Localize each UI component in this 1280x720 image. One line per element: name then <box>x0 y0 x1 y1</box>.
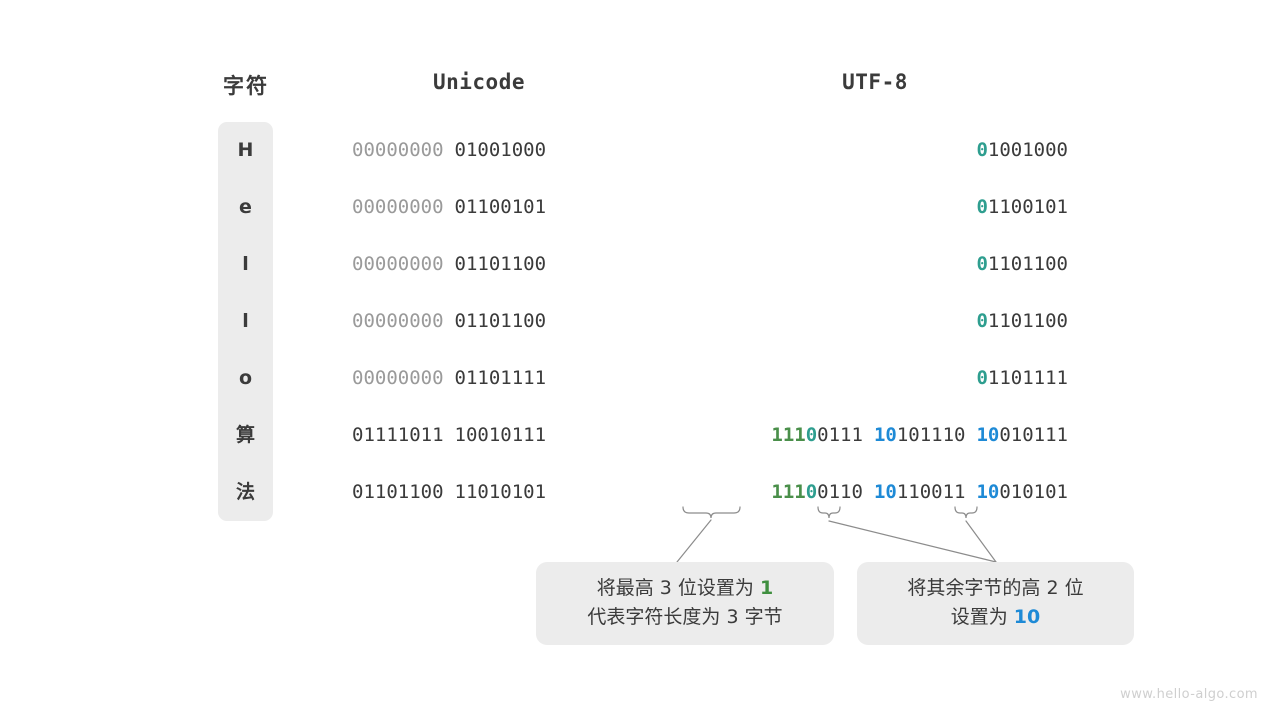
utf8-byte-payload: 1100101 <box>987 196 1068 218</box>
unicode-binary-cell: 01111011 10010111 <box>352 407 606 464</box>
callout-lead-byte: 将最高 3 位设置为 1 代表字符长度为 3 字节 <box>536 562 834 645</box>
unicode-high-byte: 01111011 <box>352 424 444 446</box>
character-cell: o <box>238 367 253 389</box>
unicode-low-byte: 10010111 <box>454 424 547 446</box>
utf8-byte-prefix: 10 <box>873 481 897 503</box>
unicode-high-byte: 00000000 <box>352 310 444 332</box>
character-cell: 算 <box>235 424 255 446</box>
unicode-low-byte: 11010101 <box>454 481 547 503</box>
character-cell: 法 <box>235 481 255 503</box>
column-header-utf8: UTF-8 <box>842 70 908 94</box>
unicode-low-byte: 01001000 <box>454 139 547 161</box>
leader-line-left <box>676 519 712 563</box>
utf8-binary-cell: 01101100 <box>600 236 1068 293</box>
column-header-character: 字符 <box>223 74 269 98</box>
character-cell: l <box>242 310 249 332</box>
utf8-byte-payload: 0110 <box>817 481 863 503</box>
unicode-low-byte: 01100101 <box>454 196 547 218</box>
utf8-byte-payload: 110011 <box>896 481 966 503</box>
callout-left-line-1-text: 将最高 3 位设置为 <box>596 577 760 600</box>
utf8-byte-payload: 1101100 <box>987 253 1068 275</box>
utf8-byte-payload: 1101100 <box>987 310 1068 332</box>
leader-line-right <box>965 520 997 563</box>
unicode-high-byte: 00000000 <box>352 367 444 389</box>
callout-continuation-bytes: 将其余字节的高 2 位 设置为 10 <box>857 562 1134 645</box>
utf8-binary-cell: 01001000 <box>600 122 1068 179</box>
unicode-binary-cell: 01101100 11010101 <box>352 464 606 521</box>
utf8-byte-prefix: 0 <box>976 310 988 332</box>
utf8-byte-prefix: 0 <box>976 139 988 161</box>
column-header-unicode: Unicode <box>432 70 525 94</box>
unicode-binary-cell: 00000000 01001000 <box>352 122 606 179</box>
unicode-high-byte: 00000000 <box>352 253 444 275</box>
utf8-byte-prefix: 0 <box>976 253 988 275</box>
utf8-byte-prefix-terminator: 0 <box>805 424 818 446</box>
utf8-byte-payload: 010111 <box>999 424 1068 446</box>
utf8-binary-cell: 01101100 <box>600 293 1068 350</box>
utf8-byte-payload: 0111 <box>817 424 863 446</box>
unicode-high-byte: 00000000 <box>352 196 444 218</box>
character-column-background <box>218 122 273 521</box>
utf8-byte-prefix-terminator: 0 <box>805 481 818 503</box>
utf8-byte-prefix: 0 <box>976 367 988 389</box>
utf8-byte-prefix: 111 <box>771 424 806 446</box>
unicode-high-byte: 01101100 <box>352 481 444 503</box>
utf8-byte-payload: 101110 <box>896 424 966 446</box>
utf8-byte-prefix: 111 <box>771 481 806 503</box>
unicode-high-byte: 00000000 <box>352 139 444 161</box>
watermark: www.hello-algo.com <box>1120 687 1258 702</box>
unicode-low-byte: 01101100 <box>454 253 547 275</box>
utf8-byte-prefix: 0 <box>976 196 988 218</box>
unicode-binary-cell: 00000000 01101100 <box>352 236 606 293</box>
character-cell: H <box>237 139 254 161</box>
utf8-binary-cell: 01101111 <box>600 350 1068 407</box>
callout-right-line-2-text: 设置为 <box>950 606 1014 628</box>
leader-line-middle <box>828 520 997 563</box>
utf8-binary-cell: 01100101 <box>600 179 1068 236</box>
callout-right-line-2: 设置为 10 <box>857 606 1134 629</box>
callout-left-line-1: 将最高 3 位设置为 1 <box>536 577 834 600</box>
character-cell: e <box>239 196 252 218</box>
utf8-byte-payload: 1101111 <box>987 367 1068 389</box>
callout-right-highlight-1: 10 <box>1013 606 1041 628</box>
callout-left-line-2: 代表字符长度为 3 字节 <box>587 606 783 628</box>
utf8-byte-prefix: 10 <box>976 424 1000 446</box>
unicode-binary-cell: 00000000 01101100 <box>352 293 606 350</box>
callout-left-highlight-1: 1 <box>759 577 774 600</box>
utf8-byte-prefix: 10 <box>976 481 1000 503</box>
character-cell: l <box>242 253 249 275</box>
utf8-byte-payload: 1001000 <box>987 139 1068 161</box>
utf8-byte-prefix: 10 <box>873 424 897 446</box>
callout-right-line-1: 将其余字节的高 2 位 <box>907 577 1084 600</box>
unicode-low-byte: 01101111 <box>454 367 547 389</box>
unicode-low-byte: 01101100 <box>454 310 547 332</box>
unicode-binary-cell: 00000000 01101111 <box>352 350 606 407</box>
unicode-binary-cell: 00000000 01100101 <box>352 179 606 236</box>
utf8-byte-payload: 010101 <box>999 481 1068 503</box>
